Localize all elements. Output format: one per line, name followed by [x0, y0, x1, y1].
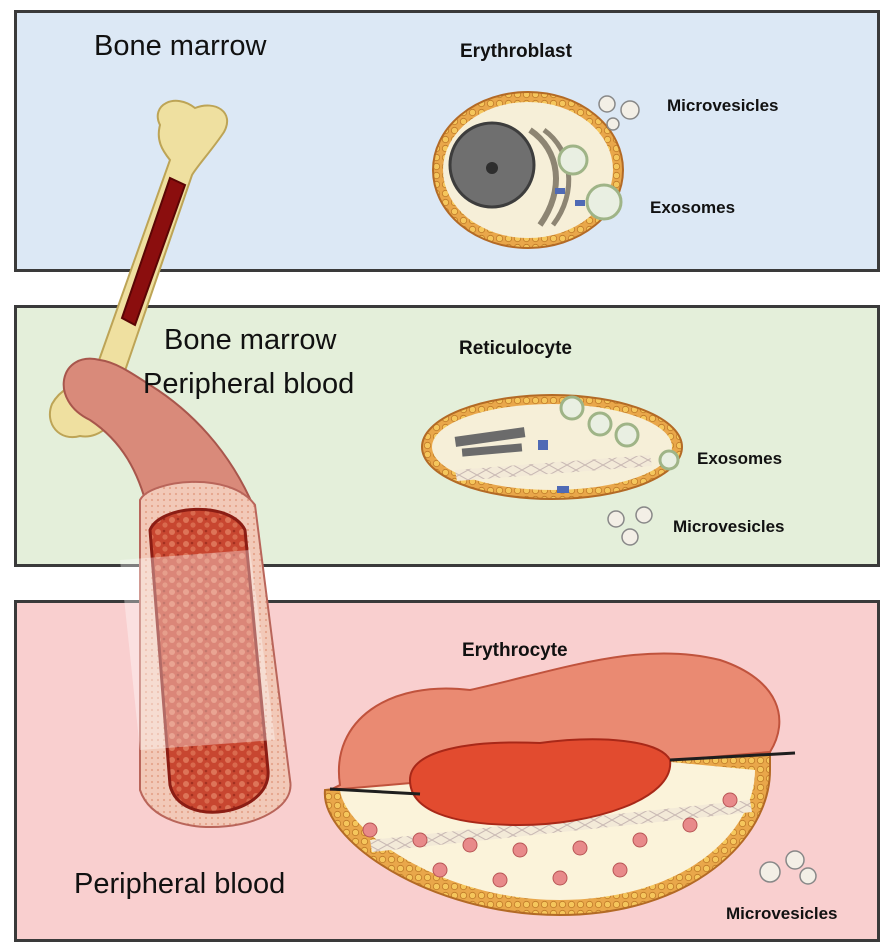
cell-label: Erythrocyte	[462, 640, 568, 662]
region-label: Peripheral blood	[74, 868, 285, 901]
microvesicles-2	[608, 507, 652, 545]
erythroblast-cell	[433, 92, 623, 248]
vesicle-label: Microvesicles	[673, 517, 785, 537]
cell-label: Reticulocyte	[459, 338, 572, 360]
vesicle-label: Microvesicles	[726, 904, 838, 924]
reticulocyte-cell	[422, 395, 682, 499]
region-label: Bone marrow	[94, 30, 266, 63]
microvesicles-3	[760, 851, 816, 884]
cell-label: Erythroblast	[460, 41, 572, 63]
erythrocyte-cell	[325, 653, 795, 915]
vesicle-label: Exosomes	[650, 198, 735, 218]
region-label: Bone marrow	[164, 324, 336, 357]
vesicle-label: Exosomes	[697, 449, 782, 469]
vesicle-label: Microvesicles	[667, 96, 779, 116]
region-label: Peripheral blood	[143, 368, 354, 401]
